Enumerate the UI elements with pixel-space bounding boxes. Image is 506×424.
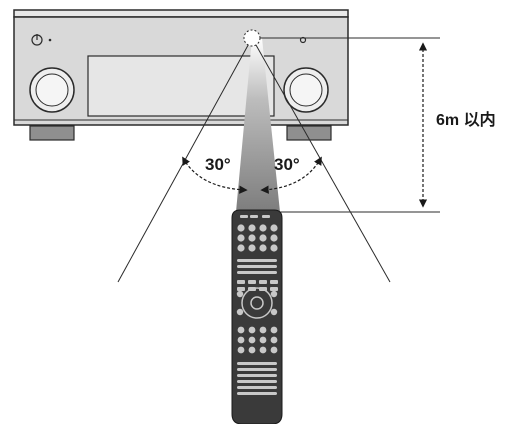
remote-bar-button: [237, 380, 277, 383]
volume-knob: [283, 67, 329, 113]
receiver-top-strip: [13, 9, 349, 18]
remote-round-button: [248, 346, 256, 354]
distance-label: 6m 以内: [436, 110, 496, 129]
power-icon: [31, 34, 43, 46]
remote-bar-button: [237, 265, 277, 268]
remote-dpad-corner-button: [236, 290, 244, 298]
remote-round-button: [259, 244, 267, 252]
remote-round-button: [248, 224, 256, 232]
remote-key-button: [248, 280, 256, 284]
remote-round-button: [270, 244, 278, 252]
remote-bar-button: [237, 259, 277, 262]
receiver-foot-right: [286, 125, 332, 141]
remote-round-button: [259, 224, 267, 232]
remote-bar-button: [237, 271, 277, 274]
curved-double-arrow-icon: [182, 156, 248, 194]
remote-dpad-ring: [241, 287, 273, 319]
remote-dpad-corner-button: [270, 290, 278, 298]
remote-round-button: [237, 244, 245, 252]
remote-round-button: [248, 326, 256, 334]
remote-key-button: [237, 280, 245, 284]
remote-round-button: [248, 336, 256, 344]
remote-dpad-corner-button: [270, 308, 278, 316]
front-display: [87, 55, 275, 117]
standby-indicator: [48, 38, 52, 42]
curved-double-arrow-icon: [260, 156, 322, 194]
remote-dpad-corner-button: [236, 308, 244, 316]
remote-round-button: [259, 234, 267, 242]
remote-round-button: [237, 224, 245, 232]
remote-body: [231, 209, 283, 424]
remote-top-button: [262, 215, 270, 218]
remote-round-button: [259, 346, 267, 354]
remote-button-grid: [236, 215, 278, 395]
remote-dpad-center: [250, 296, 264, 310]
remote-round-button: [270, 224, 278, 232]
remote-round-button: [237, 336, 245, 344]
remote-round-button: [237, 326, 245, 334]
remote-bar-button: [237, 392, 277, 395]
remote-key-button: [237, 287, 245, 291]
remote-round-button: [270, 336, 278, 344]
remote-key-button: [259, 280, 267, 284]
remote-sensor-icon: [243, 29, 261, 47]
remote-top-button: [240, 215, 248, 218]
remote-round-button: [237, 346, 245, 354]
remote-round-button: [270, 346, 278, 354]
angle-label-left: 30°: [205, 155, 231, 174]
remote-round-button: [259, 326, 267, 334]
remote-round-button: [259, 336, 267, 344]
remote-round-button: [270, 326, 278, 334]
angle-label-right: 30°: [274, 155, 300, 174]
remote-key-button: [270, 280, 278, 284]
remote-bar-button: [237, 368, 277, 371]
remote-key-button: [270, 287, 278, 291]
remote-bar-button: [237, 374, 277, 377]
receiver-foot-left: [29, 125, 75, 141]
remote-bar-button: [237, 386, 277, 389]
remote-round-button: [237, 234, 245, 242]
remote-control: [231, 209, 283, 424]
remote-top-button: [250, 215, 258, 218]
input-knob: [29, 67, 75, 113]
remote-round-button: [270, 234, 278, 242]
av-receiver: [13, 9, 349, 141]
remote-bar-button: [237, 362, 277, 365]
remote-round-button: [248, 234, 256, 242]
remote-round-button: [248, 244, 256, 252]
